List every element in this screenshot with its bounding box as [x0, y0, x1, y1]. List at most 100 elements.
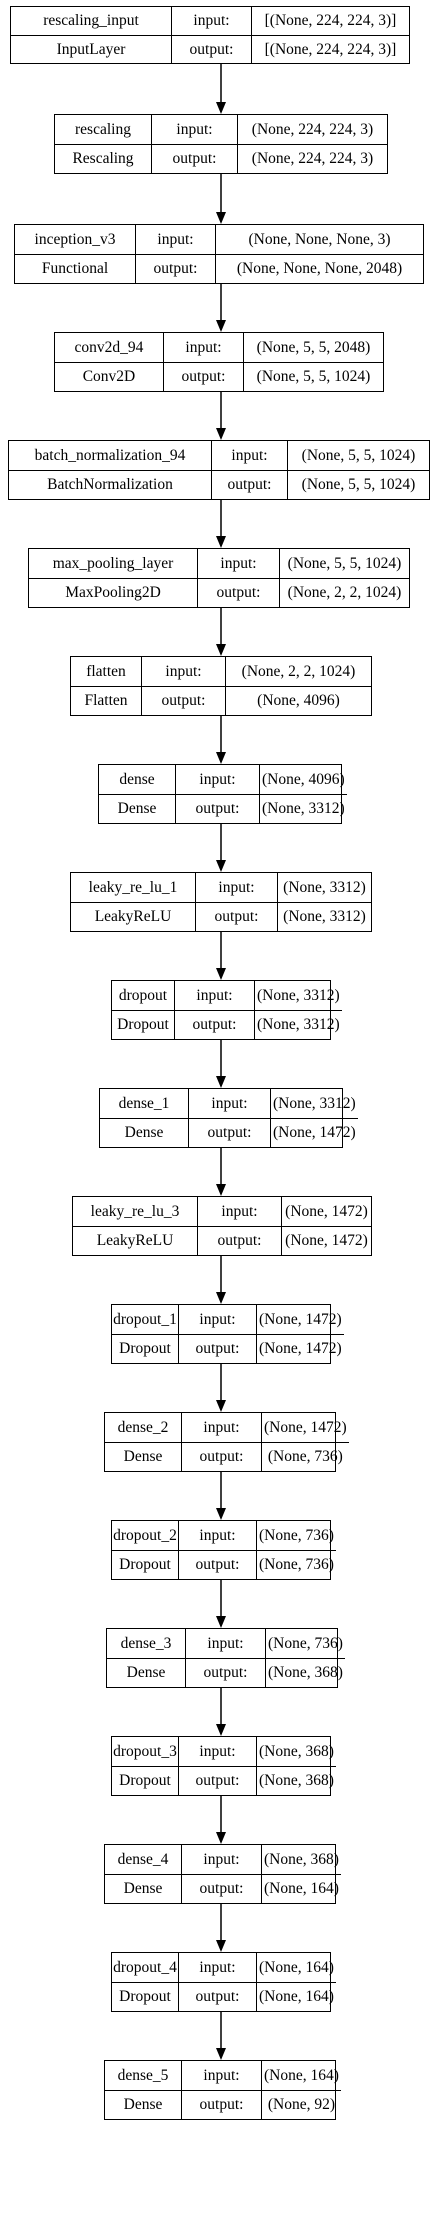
input-shape: [(None, 224, 224, 3)] — [251, 7, 409, 35]
layer-type: Dense — [100, 1118, 188, 1147]
arrow-head-icon — [216, 536, 226, 548]
input-shape: (None, 4096) — [259, 765, 347, 794]
layer-name: dropout_4 — [113, 1958, 177, 1976]
layer-type: LeakyReLU — [71, 902, 195, 931]
output-shape: (None, 3312) — [277, 902, 371, 931]
output-label: output: — [178, 1334, 256, 1363]
layer-type: Dropout — [112, 1982, 178, 2011]
arrow-head-icon — [216, 320, 226, 332]
output-shape: (None, 5, 5, 1024) — [243, 362, 383, 391]
arrow-head-icon — [216, 102, 226, 114]
layer-name: dense_2 — [117, 1418, 169, 1436]
output-shape: (None, 368) — [256, 1766, 336, 1795]
layer-type: Dense — [99, 794, 175, 823]
arrow-head-icon — [216, 1184, 226, 1196]
input-shape: (None, 164) — [256, 1953, 336, 1982]
layer-type: Conv2D — [55, 362, 163, 391]
output-label: output: — [181, 1442, 261, 1471]
input-label: input: — [195, 873, 277, 902]
input-label: input: — [141, 657, 225, 686]
input-shape: (None, 1472) — [281, 1197, 371, 1226]
output-shape: (None, None, None, 2048) — [215, 254, 423, 283]
input-shape: (None, None, None, 3) — [215, 225, 423, 254]
arrow-head-icon — [216, 860, 226, 872]
input-shape: (None, 3312) — [277, 873, 371, 902]
input-shape: (None, 3312) — [254, 981, 342, 1010]
layer-type: Dense — [105, 1442, 181, 1471]
input-label: input: — [175, 765, 259, 794]
output-label: output: — [178, 1550, 256, 1579]
input-label: input: — [174, 981, 254, 1010]
layer-type: Dropout — [112, 1334, 178, 1363]
layer-name: leaky_re_lu_1 — [88, 878, 178, 896]
arrow-head-icon — [216, 2048, 226, 2060]
layer-name: leaky_re_lu_3 — [90, 1202, 180, 1220]
layer-type: MaxPooling2D — [29, 578, 197, 607]
output-shape: (None, 3312) — [259, 794, 347, 823]
input-shape: (None, 736) — [256, 1521, 336, 1550]
input-label: input: — [178, 1305, 256, 1334]
arrow-head-icon — [216, 1292, 226, 1304]
input-shape: (None, 1472) — [261, 1413, 349, 1442]
input-shape: (None, 5, 5, 2048) — [243, 333, 383, 362]
arrow-head-icon — [216, 1508, 226, 1520]
output-shape: (None, 92) — [261, 2090, 341, 2119]
output-label: output: — [151, 144, 237, 173]
input-shape: (None, 224, 224, 3) — [237, 115, 387, 144]
layer-name: batch_normalization_94 — [34, 446, 186, 464]
arrow-head-icon — [216, 1940, 226, 1952]
input-label: input: — [181, 1845, 261, 1874]
layer-name: inception_v3 — [34, 230, 116, 248]
output-shape: (None, 164) — [261, 1874, 341, 1903]
arrow-head-icon — [216, 428, 226, 440]
layer-name: dropout_3 — [113, 1742, 177, 1760]
output-shape: (None, 736) — [256, 1550, 336, 1579]
arrow-head-icon — [216, 968, 226, 980]
output-label: output: — [181, 2090, 261, 2119]
arrow-head-icon — [216, 1076, 226, 1088]
layer-type: Flatten — [71, 686, 141, 715]
layer-name: dense — [119, 770, 155, 788]
input-shape: (None, 368) — [256, 1737, 336, 1766]
layer-name: rescaling — [75, 120, 131, 138]
output-shape: (None, 368) — [265, 1658, 345, 1687]
layer-type: BatchNormalization — [9, 470, 211, 499]
output-label: output: — [197, 1226, 281, 1255]
input-label: input: — [181, 2061, 261, 2090]
arrow-head-icon — [216, 644, 226, 656]
input-label: input: — [197, 549, 279, 578]
output-shape: [(None, 224, 224, 3)] — [251, 35, 409, 63]
layer-type: LeakyReLU — [73, 1226, 197, 1255]
input-shape: (None, 368) — [261, 1845, 341, 1874]
layer-name: dropout_2 — [113, 1526, 177, 1544]
input-shape: (None, 5, 5, 1024) — [287, 441, 429, 470]
output-shape: (None, 1472) — [256, 1334, 344, 1363]
layer-name: dropout — [118, 986, 168, 1004]
input-shape: (None, 2, 2, 1024) — [225, 657, 371, 686]
layer-name: dense_5 — [117, 2066, 169, 2084]
layer-type: InputLayer — [11, 35, 171, 63]
output-shape: (None, 5, 5, 1024) — [287, 470, 429, 499]
layer-type: Rescaling — [55, 144, 151, 173]
output-label: output: — [163, 362, 243, 391]
arrow-head-icon — [216, 1724, 226, 1736]
layer-name: dense_1 — [118, 1094, 170, 1112]
input-shape: (None, 164) — [261, 2061, 341, 2090]
layer-name: dropout_1 — [113, 1310, 177, 1328]
output-label: output: — [135, 254, 215, 283]
arrow-head-icon — [216, 212, 226, 224]
